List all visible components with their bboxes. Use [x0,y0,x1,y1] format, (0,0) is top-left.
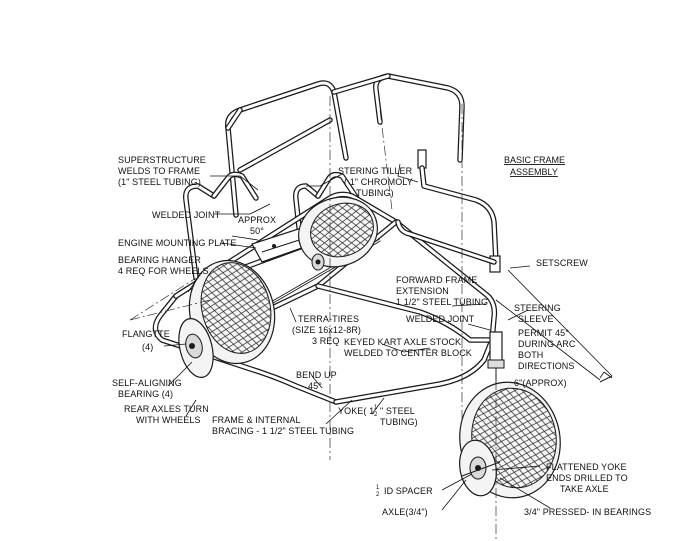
center-lines [129,96,497,540]
permit-line-1: PERMIT 45° [518,328,569,338]
label-bend-up: BEND UP 45° [296,370,337,391]
leader-lines [163,163,551,511]
title-line-2: ASSEMBLY [510,167,558,177]
label-superstructure: SUPERSTRUCTURE WELDS TO FRAME (1" STEEL … [118,155,206,187]
label-steering-sleeve: STEERING SLEEVE [514,303,561,324]
label-frame-bracing: FRAME & INTERNAL BRACING - 1 1/2" STEEL … [212,415,354,436]
title-line-1: BASIC FRAME [504,155,565,165]
label-welded-joint-mid: WELDED JOINT [406,314,475,324]
label-flangtte: FLANGTTE (4) [122,329,170,352]
yoke-frac-num: 1 [374,405,378,411]
title-basic-frame-assembly: BASIC FRAME ASSEMBLY [504,155,565,177]
label-terra-tires: TERRA-TIRES (SIZE 16x12-8R) 3 REQ [292,314,361,346]
label-permit-45: PERMIT 45° DURING ARC BOTH DIRECTIONS [518,328,576,371]
label-id-spacer: 1 2 ID SPACER [376,485,433,498]
label-keyed-kart-axle: KEYED KART AXLE STOCK WELDED TO CENTER B… [344,337,472,358]
tiller-line-2: ( 1" CHROMOLY [344,177,413,187]
label-pressed-in-bearings: 3/4" PRESSED- IN BEARINGS [524,507,651,517]
yoke-frac-den: 2 [374,412,378,418]
permit-line-4: DIRECTIONS [518,361,575,371]
label-rear-axles: REAR AXLES TURN WITH WHEELS [124,404,209,425]
label-flattened-yoke: FLATTENED YOKE ENDS DRILLED TO TAKE AXLE [546,462,628,494]
flattened-yoke-line-1: FLATTENED YOKE [546,462,627,472]
flangtte-line-1: FLANGTTE [122,329,170,339]
superstructure-line-1: SUPERSTRUCTURE [118,155,206,165]
id-spacer-frac-den: 2 [376,492,380,498]
label-axle-3-4: AXLE(3/4") [382,507,428,517]
bend-up-line-1: BEND UP [296,370,337,380]
label-engine-mounting-plate: ENGINE MOUNTING PLATE [118,238,236,248]
yoke-line-2: TUBING) [380,417,418,427]
rear-right-tire [298,196,378,271]
steering-sleeve-line-2: SLEEVE [518,314,554,324]
frame-bracing-line-1: FRAME & INTERNAL [212,415,301,425]
label-setscrew: SETSCREW [536,258,588,268]
flattened-yoke-line-2: ENDS DRILLED TO [546,473,628,483]
approx-50-line-1: APPROX [238,215,276,225]
label-approx-6-inch: 6"(APPROX) [514,378,567,388]
label-approx-50: APPROX 50° [238,215,276,236]
keyed-axle-line-2: WELDED TO CENTER BLOCK [344,348,472,358]
bearing-hanger-line-2: 4 REQ FOR WHEELS [118,266,209,276]
terra-tires-line-2: (SIZE 16x12-8R) [292,325,361,335]
forward-frame-line-1: FORWARD FRAME [396,275,477,285]
self-aligning-line-2: BEARING (4) [118,389,173,399]
id-spacer-frac-num: 1 [376,485,380,491]
steering-tiller [417,149,501,273]
id-spacer-text: ID SPACER [384,486,433,496]
terra-tires-line-1: TERRA-TIRES [298,314,359,324]
keyed-axle-line-1: KEYED KART AXLE STOCK [344,337,461,347]
terra-tires-line-3: 3 REQ [312,336,340,346]
rear-axles-line-1: REAR AXLES TURN [124,404,209,414]
forward-frame-line-2: EXTENSION [396,286,449,296]
permit-line-3: BOTH [518,350,543,360]
label-self-aligning-bearing: SELF-ALIGNING BEARING (4) [112,378,182,399]
flangtte-line-2: (4) [142,342,153,352]
yoke-line-1b: " STEEL [380,406,415,416]
bearing-hanger-line-1: BEARING HANGER [118,255,201,265]
superstructure-line-2: WELDS TO FRAME [118,166,200,176]
front-wheel-assembly [459,331,561,499]
self-aligning-line-1: SELF-ALIGNING [112,378,182,388]
rear-left-tire [178,259,276,378]
approx-50-line-2: 50° [250,226,264,236]
forward-frame-line-3: 1 1/2" STEEL TUBING [396,297,488,307]
dimension-6in [495,269,613,383]
permit-line-2: DURING ARC [518,339,576,349]
tiller-line-3: TUBING) [356,188,394,198]
superstructure-roll-bars [183,73,465,281]
yoke-line-1a: YOKE( 1 [338,406,374,416]
label-yoke: YOKE( 1 1 2 " STEEL TUBING) [338,405,418,427]
bend-up-line-2: 45° [308,381,322,391]
tiller-line-1: STERING TILLER [338,166,413,176]
label-stering-tiller: STERING TILLER ( 1" CHROMOLY TUBING) [338,166,413,198]
superstructure-line-3: (1" STEEL TUBING) [118,177,201,187]
frame-bracing-line-2: BRACING - 1 1/2" STEEL TUBING [212,426,354,436]
label-welded-joint-top: WELDED JOINT [152,210,221,220]
steering-sleeve-line-1: STEERING [514,303,561,313]
flattened-yoke-line-3: TAKE AXLE [560,484,609,494]
rear-axles-line-2: WITH WHEELS [136,415,201,425]
label-forward-frame: FORWARD FRAME EXTENSION 1 1/2" STEEL TUB… [396,275,488,307]
label-bearing-hanger: BEARING HANGER 4 REQ FOR WHEELS [118,255,209,276]
